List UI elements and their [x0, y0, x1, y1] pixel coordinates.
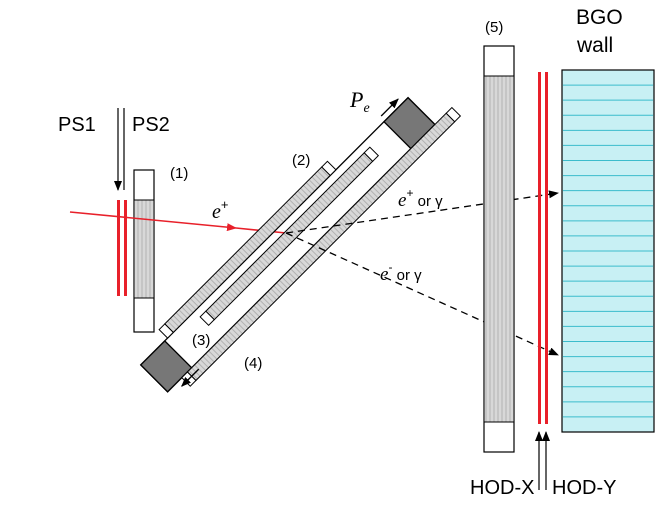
detector-1-label: (1) [170, 165, 188, 182]
ps2-label: PS2 [132, 114, 170, 136]
bgo-wall [561, 69, 655, 433]
detector-2 [164, 166, 331, 334]
hod-x-label: HOD-X [470, 477, 534, 499]
detector-2-label: (2) [292, 152, 310, 169]
scattered-ray-lower [285, 232, 559, 356]
ps1-label: PS1 [58, 114, 96, 136]
detector-4 [186, 112, 456, 382]
hod-counters [538, 72, 548, 424]
diagonal-assembly [139, 96, 462, 393]
beam-line [69, 211, 237, 232]
bgo-wall-label: wall [576, 34, 613, 57]
detector-inner [205, 152, 374, 321]
detector-5 [483, 45, 515, 453]
detector-3-label: (3) [192, 332, 210, 349]
detector-4-label: (4) [244, 355, 262, 372]
target-block-bottom [139, 339, 193, 393]
polarization-label: Pe [349, 87, 370, 116]
upper-ray-label: e+ or γ [398, 186, 443, 211]
detector-1 [133, 169, 155, 333]
lower-ray-label: e- or γ [380, 260, 422, 285]
hod-y-label: HOD-Y [552, 477, 616, 499]
beam-particle-label: e+ [212, 197, 228, 223]
hod-arrows [535, 431, 550, 490]
ps-counters [117, 200, 127, 296]
bgo-label: BGO [576, 6, 623, 29]
detector-5-label: (5) [485, 19, 503, 36]
ps-arrows [114, 108, 125, 191]
